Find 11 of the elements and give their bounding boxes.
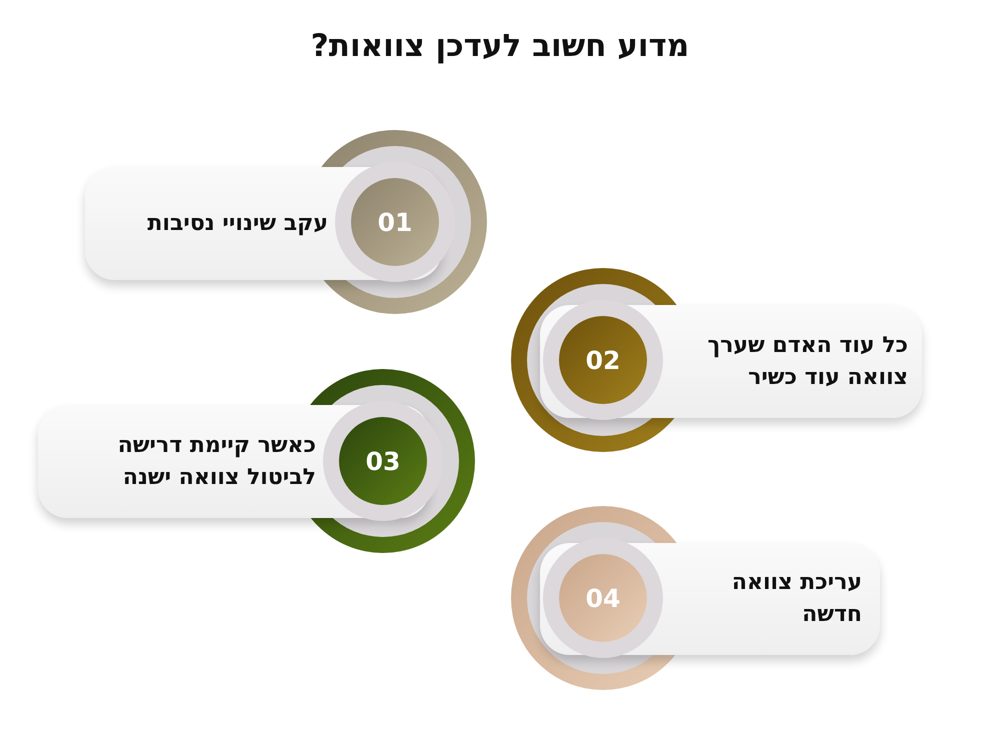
item-text: עריכת צוואה חדשה (730, 569, 862, 629)
number-badge: 03 (339, 417, 427, 505)
text-card (540, 543, 880, 655)
text-card (540, 305, 922, 418)
number-badge: 04 (559, 554, 647, 642)
item-text: כאשר קיימת דרישה לביטול צוואה ישנה (116, 432, 316, 492)
item-text: עקב שינויי נסיבות (147, 210, 328, 238)
number-badge: 02 (559, 316, 647, 404)
title: מדוע חשוב לעדכן צוואות? (310, 28, 690, 64)
number-badge: 01 (351, 178, 439, 266)
item-text: כל עוד האדם שערך צוואה עוד כשיר (706, 332, 908, 392)
